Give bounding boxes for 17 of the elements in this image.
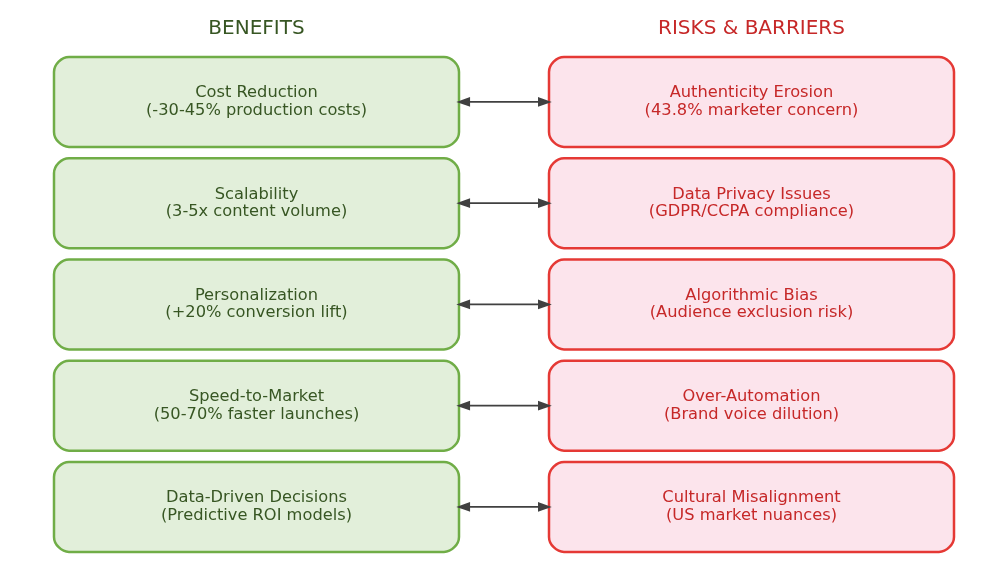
node-box: Authenticity Erosion (43.8% marketer concern) (547, 55, 956, 149)
node-box: Over-Automation (Brand voice dilution) (547, 359, 956, 452)
node-box: Cost Reduction (-30-45% production costs) (52, 55, 461, 149)
arrow (456, 400, 552, 411)
arrow (456, 299, 552, 310)
node-box: Data-Driven Decisions (Predictive ROI models) (52, 460, 461, 554)
arrow (456, 502, 552, 512)
label: BENEFITS (208, 15, 305, 40)
node-box: Personalization (+20% conversion lift) (52, 258, 461, 351)
node-box: Algorithmic Bias (Audience exclusion risk) (547, 258, 956, 351)
node-box: Data Privacy Issues (GDPR/CCPA compliance) (547, 156, 956, 250)
node-box: Cultural Misalignment (US market nuances) (547, 460, 956, 554)
arrow (456, 198, 552, 208)
node-box: Speed-to-Market (50-70% faster launches) (52, 359, 461, 452)
label: RISKS & BARRIERS (658, 15, 845, 40)
node-box: Scalability (3-5x content volume) (52, 156, 461, 250)
arrow (456, 97, 552, 107)
